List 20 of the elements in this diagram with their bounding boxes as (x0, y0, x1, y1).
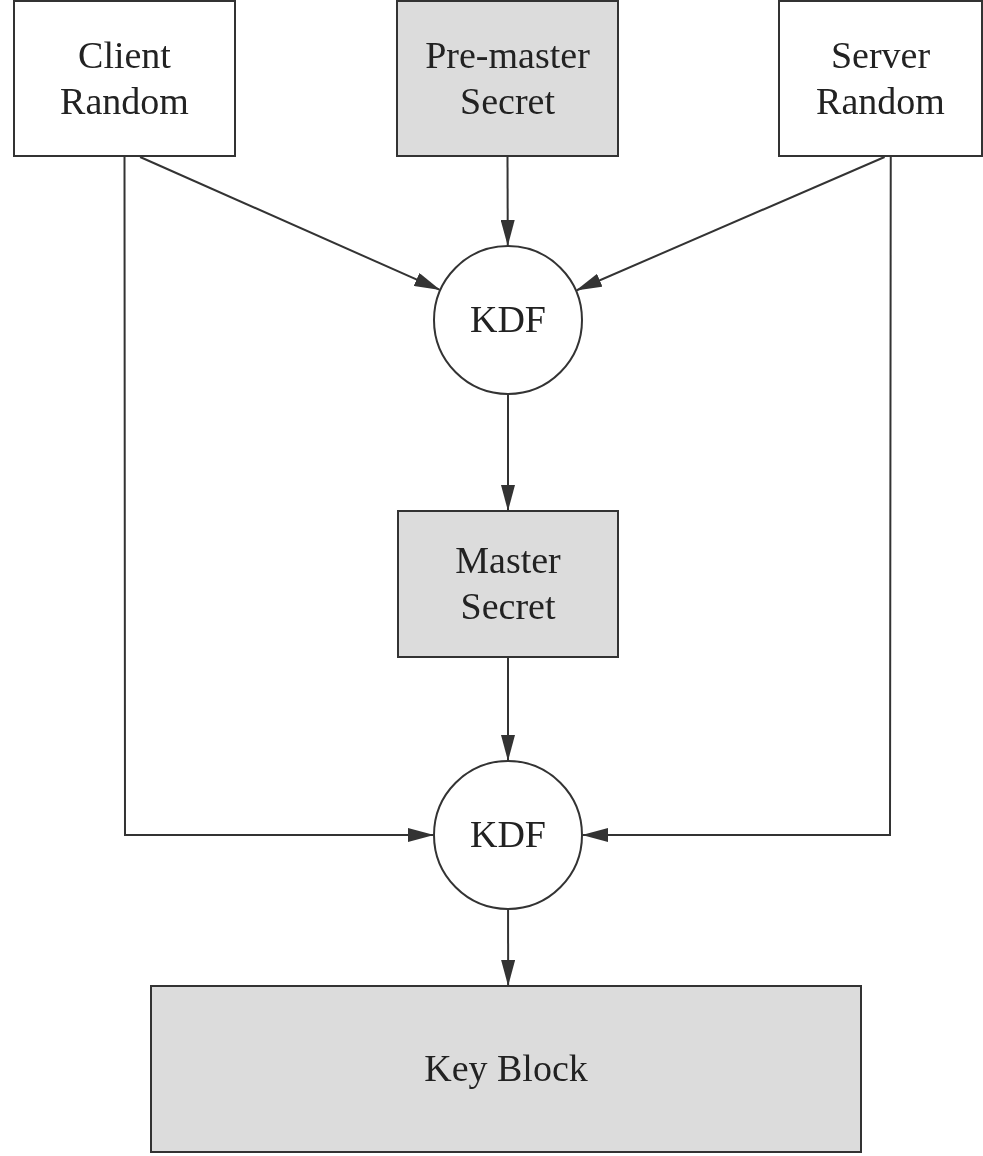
arrow (139, 156, 441, 291)
node-label: KDF (469, 297, 547, 343)
arrow (575, 156, 886, 292)
node-label: Master Secret (454, 538, 562, 629)
arrow (501, 657, 515, 761)
process-box (778, 0, 983, 157)
node-label: Server Random (815, 32, 946, 124)
arrow (582, 156, 892, 842)
node-label: KDF (469, 812, 547, 858)
node-label: Key Block (423, 1046, 589, 1092)
process-box (13, 0, 236, 157)
node-label: Pre-master Secret (424, 32, 591, 124)
arrow (501, 909, 516, 986)
arrow (123, 156, 434, 842)
node-label: Client Random (59, 32, 190, 124)
process-box (397, 510, 619, 658)
arrow (501, 394, 515, 511)
arrow (500, 156, 515, 246)
process-box (396, 0, 619, 157)
output-box (150, 985, 862, 1153)
